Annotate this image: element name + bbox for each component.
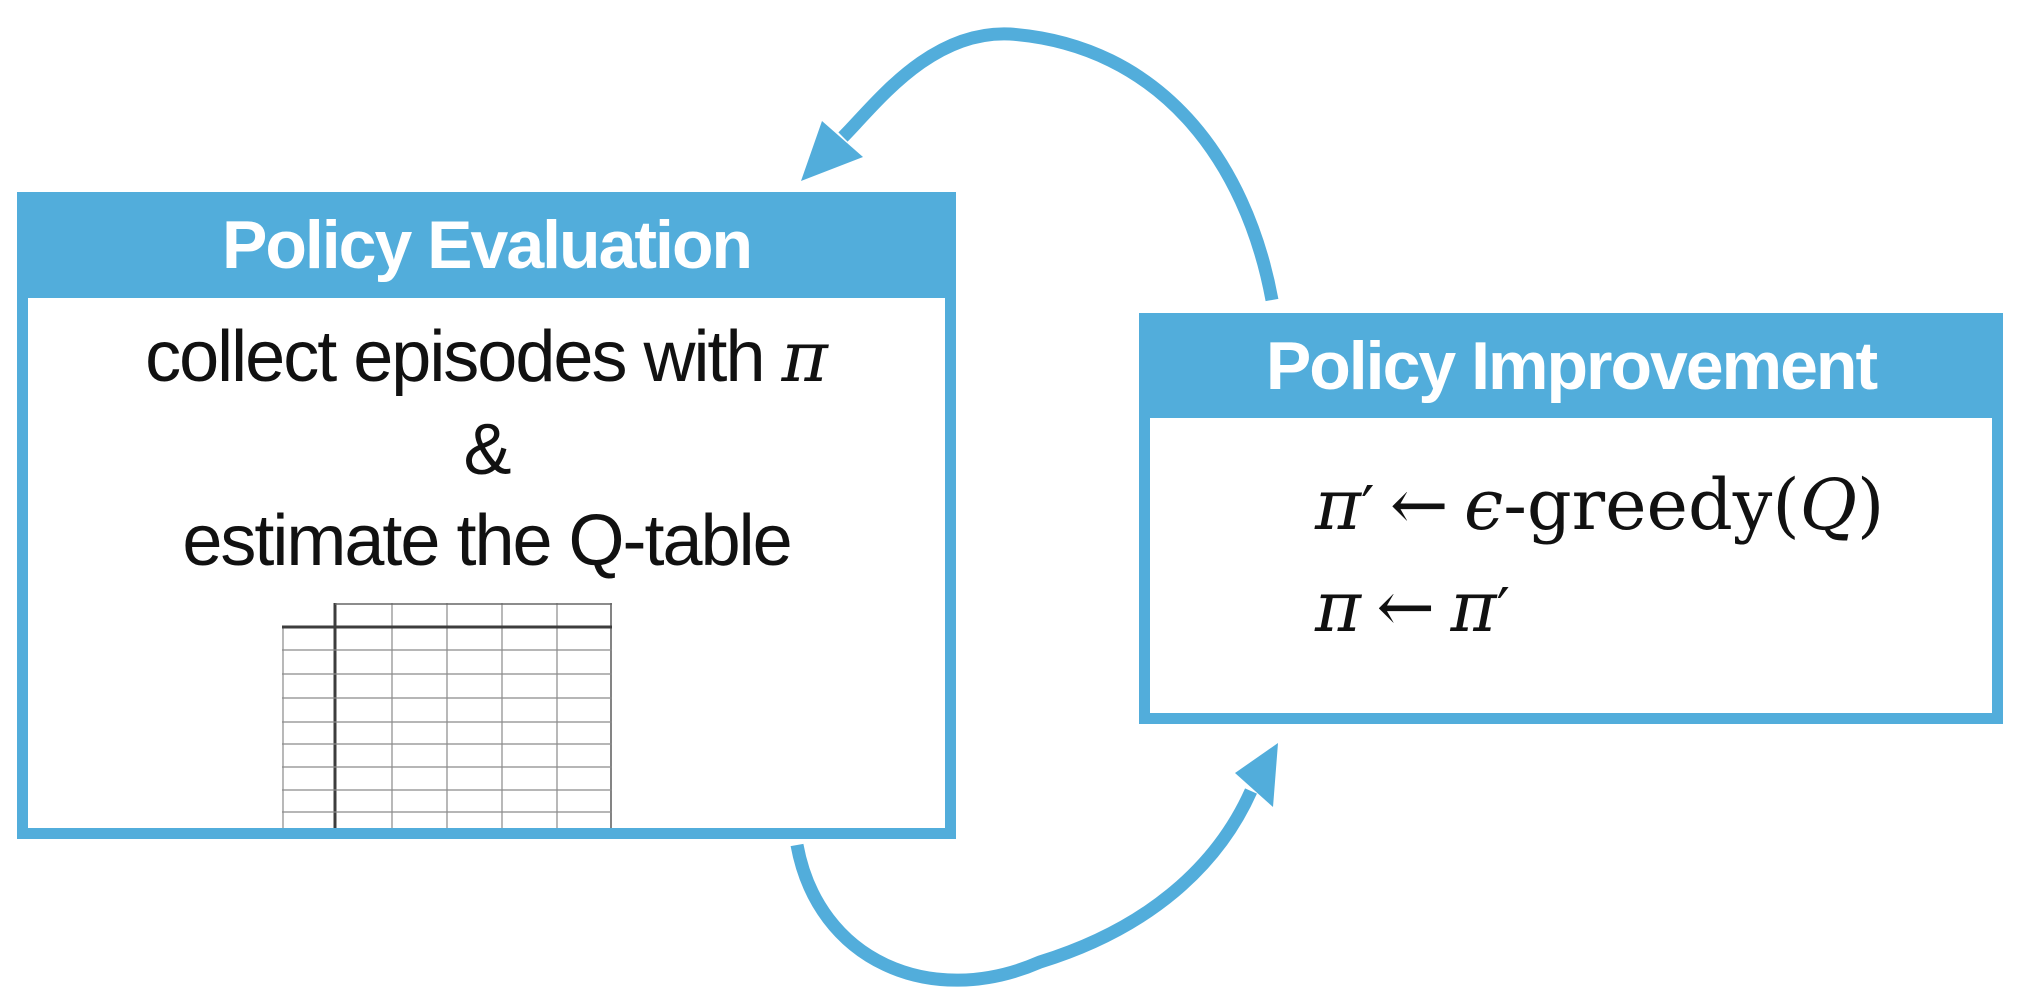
evaluation-step-line3: estimate the Q-table: [182, 501, 792, 581]
q-symbol: Q: [1799, 464, 1858, 546]
policy-improvement-header: Policy Improvement: [1139, 313, 2003, 418]
policy-evaluation-box: Policy Evaluation collect episodes with …: [17, 192, 956, 839]
left-arrow-symbol: ←: [1389, 464, 1449, 546]
pi-prime-symbol: π: [1450, 566, 1497, 648]
formula-epsilon-greedy-update: π′←ϵ-greedy(Q): [1315, 463, 1884, 552]
formula-policy-assignment: π←π′: [1315, 565, 1510, 654]
epsilon-symbol: ϵ: [1463, 464, 1504, 546]
policy-evaluation-title: Policy Evaluation: [221, 207, 753, 283]
curved-arrow-bottom-icon: [790, 743, 1278, 987]
open-paren: (: [1772, 464, 1800, 546]
greedy-text: -greedy: [1503, 464, 1773, 546]
policy-improvement-title: Policy Improvement: [1265, 327, 1878, 404]
evaluation-step-line1: collect episodes with π: [28, 317, 945, 397]
policy-improvement-body: π′←ϵ-greedy(Q) π←π′: [1150, 418, 1992, 713]
prime-mark: ′: [1496, 577, 1510, 646]
prime-mark: ′: [1361, 475, 1375, 544]
pi-symbol: π: [781, 316, 828, 398]
curved-arrow-top-icon: [801, 27, 1279, 302]
close-paren: ): [1857, 464, 1885, 546]
q-table-grid: [282, 603, 612, 828]
policy-evaluation-header: Policy Evaluation: [17, 192, 956, 298]
policy-improvement-box: Policy Improvement π′←ϵ-greedy(Q) π←π′: [1139, 313, 2003, 724]
policy-evaluation-body: collect episodes with π & estimate the Q…: [28, 298, 945, 828]
evaluation-step-text: collect episodes with: [145, 317, 782, 397]
left-arrow-symbol: ←: [1376, 566, 1436, 648]
pi-prime-symbol: π: [1315, 464, 1362, 546]
pi-symbol: π: [1315, 566, 1362, 648]
ampersand-text: &: [463, 410, 511, 490]
